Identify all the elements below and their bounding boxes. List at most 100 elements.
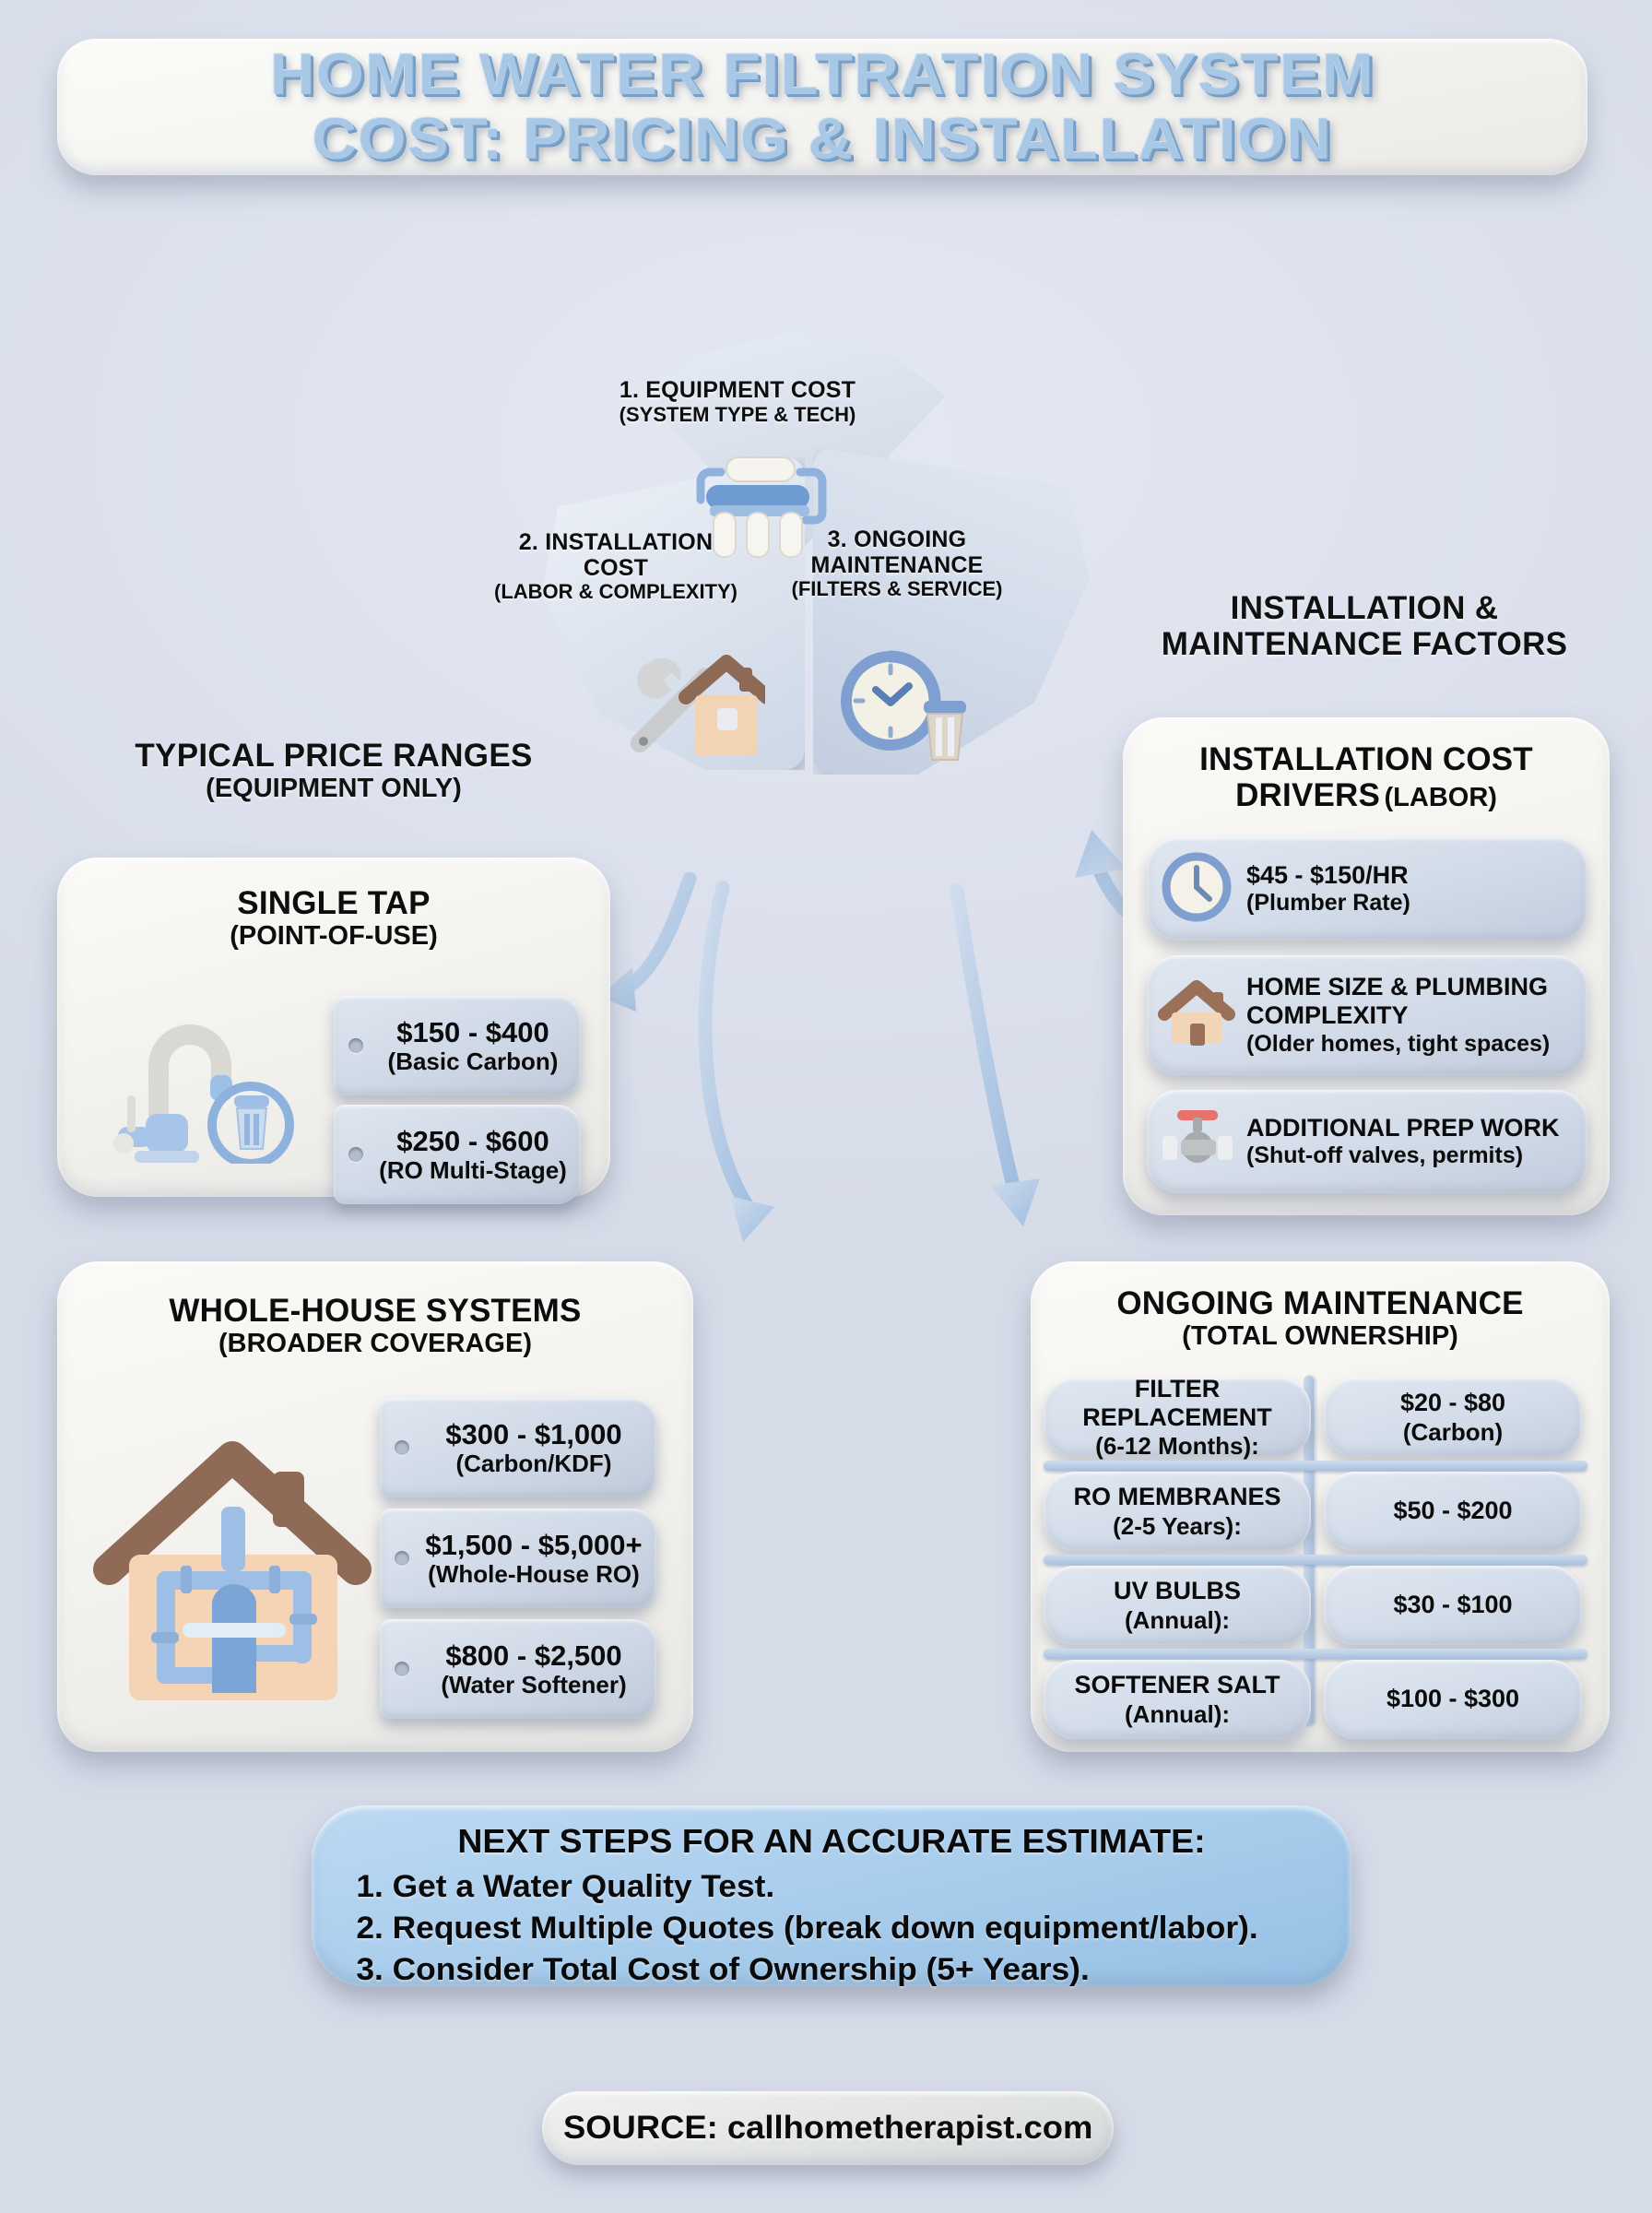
driver3-line1: ADDITIONAL PREP WORK [1246, 1113, 1560, 1142]
pie-label-installation-main: 2. INSTALLATION [518, 529, 714, 555]
maintenance-row2-cost: $50 - $200 [1324, 1472, 1582, 1551]
driver1-line2: (Plumber Rate) [1246, 890, 1410, 917]
typical-price-ranges-heading: TYPICAL PRICE RANGES (EQUIPMENT ONLY) [48, 738, 620, 804]
wrench-and-house-icon [627, 645, 774, 770]
arrow-pie-to-single-tap [599, 871, 697, 1012]
whole-house-title-line2: (BROADER COVERAGE) [218, 1329, 532, 1359]
driver-item-home-size: HOME SIZE & PLUMBING COMPLEXITY (Older h… [1147, 955, 1587, 1075]
single-tap-card: SINGLE TAP (POINT-OF-USE) $150 - $400 [57, 858, 610, 1204]
clock-and-filter-icon [839, 645, 977, 768]
whole-house-price-tag-3: $800 - $2,500 (Water Softener) [380, 1619, 656, 1719]
pie-label-installation: 2. INSTALLATION COST (LABOR & COMPLEXITY… [478, 529, 754, 603]
clock-icon [1147, 849, 1246, 929]
driver2-line1: HOME SIZE & PLUMBING [1246, 972, 1549, 1000]
arrow-pie-to-whole-house [698, 881, 774, 1242]
factors-heading-line1: INSTALLATION & [1230, 590, 1499, 626]
single-tap-title-line2: (POINT-OF-USE) [230, 921, 438, 952]
page-title-line2: COST: PRICING & INSTALLATION [312, 107, 1333, 172]
maint-row1-period: (6-12 Months): [1095, 1432, 1259, 1461]
maintenance-row3-item: UV BULBS (Annual): [1044, 1566, 1311, 1645]
maintenance-row1-cost: $20 - $80 (Carbon) [1324, 1378, 1582, 1457]
maintenance-table-row: FILTER REPLACEMENT (6-12 Months): $20 - … [1044, 1374, 1582, 1461]
driver-item-prep-work: ADDITIONAL PREP WORK (Shut-off valves, p… [1147, 1090, 1587, 1193]
faucet-with-filter-icon [111, 988, 300, 1168]
driver2-line1b: COMPLEXITY [1246, 1001, 1409, 1030]
drivers-title-line1: INSTALLATION COST [1199, 741, 1533, 777]
single-tap-tag2-amount: $250 - $600 [396, 1124, 549, 1157]
maintenance-row2-item: RO MEMBRANES (2-5 Years): [1044, 1472, 1311, 1551]
whole-house-price-tag-2: $1,500 - $5,000+ (Whole-House RO) [380, 1509, 656, 1608]
maint-row2-cost: $50 - $200 [1393, 1497, 1513, 1525]
next-steps-item-3: 3. Consider Total Cost of Ownership (5+ … [356, 1952, 1090, 1988]
ongoing-maintenance-card: ONGOING MAINTENANCE (TOTAL OWNERSHIP) FI… [1031, 1261, 1610, 1752]
pie-label-maintenance-main2: MAINTENANCE [810, 551, 984, 578]
pie-label-maintenance-sub: (FILTERS & SERVICE) [791, 577, 1003, 600]
whole-house-price-tag-1: $300 - $1,000 (Carbon/KDF) [380, 1398, 656, 1497]
next-steps-heading: NEXT STEPS FOR AN ACCURATE ESTIMATE: [457, 1822, 1206, 1860]
maint-row3-name: UV BULBS [1113, 1577, 1241, 1605]
driver-item-plumber-rate-text: $45 - $150/HR (Plumber Rate) [1246, 861, 1587, 917]
maintenance-table-row: SOFTENER SALT (Annual): $100 - $300 [1044, 1660, 1582, 1739]
maint-row3-period: (Annual): [1124, 1605, 1231, 1634]
whole-house-title-line1: WHOLE-HOUSE SYSTEMS [169, 1293, 582, 1329]
maintenance-table-vertical-divider [1304, 1376, 1314, 1726]
single-tap-tag1-note: (Basic Carbon) [387, 1047, 559, 1075]
whole-house-tag3-note: (Water Softener) [441, 1670, 627, 1698]
maintenance-row4-item: SOFTENER SALT (Annual): [1044, 1660, 1311, 1739]
driver-item-home-size-text: HOME SIZE & PLUMBING COMPLEXITY (Older h… [1246, 973, 1587, 1058]
installation-maintenance-factors-heading: INSTALLATION & MAINTENANCE FACTORS [1079, 590, 1650, 662]
maintenance-row4-cost: $100 - $300 [1324, 1660, 1582, 1739]
maint-row4-name: SOFTENER SALT [1074, 1671, 1280, 1699]
driver-item-prep-work-text: ADDITIONAL PREP WORK (Shut-off valves, p… [1246, 1114, 1587, 1170]
whole-house-tag3-amount: $800 - $2,500 [445, 1639, 622, 1672]
maint-row4-period: (Annual): [1124, 1699, 1231, 1728]
drivers-card-title: INSTALLATION COST DRIVERS (LABOR) [1123, 717, 1610, 813]
whole-house-card: WHOLE-HOUSE SYSTEMS (BROADER COVERAGE) [57, 1261, 693, 1752]
maint-row1-name: FILTER REPLACEMENT [1082, 1374, 1272, 1431]
maint-row1-cost: $20 - $80 [1399, 1389, 1506, 1417]
maintenance-title-line1: ONGOING MAINTENANCE [1116, 1285, 1524, 1321]
pie-label-maintenance: 3. ONGOING MAINTENANCE (FILTERS & SERVIC… [763, 527, 1031, 600]
pie-label-installation-main2: COST [583, 554, 649, 581]
whole-house-tag1-note: (Carbon/KDF) [455, 1449, 612, 1477]
house-with-plumbing-icon [92, 1407, 387, 1716]
maintenance-title-line2: (TOTAL OWNERSHIP) [1182, 1321, 1458, 1352]
price-ranges-heading-line2: (EQUIPMENT ONLY) [206, 774, 462, 804]
maintenance-card-title: ONGOING MAINTENANCE (TOTAL OWNERSHIP) [1031, 1261, 1610, 1352]
whole-house-card-title: WHOLE-HOUSE SYSTEMS (BROADER COVERAGE) [57, 1261, 693, 1359]
whole-house-tag2-amount: $1,500 - $5,000+ [425, 1528, 643, 1561]
maintenance-divider-1 [1044, 1461, 1587, 1471]
maint-row4-cost: $100 - $300 [1386, 1685, 1520, 1713]
next-steps-item-2: 2. Request Multiple Quotes (break down e… [356, 1911, 1258, 1947]
pie-label-maintenance-main: 3. ONGOING [827, 527, 967, 552]
whole-house-tag1-amount: $300 - $1,000 [445, 1417, 622, 1450]
single-tap-price-tag-1: $150 - $400 (Basic Carbon) [334, 996, 581, 1095]
driver-item-plumber-rate: $45 - $150/HR (Plumber Rate) [1147, 837, 1587, 941]
single-tap-tag1-amount: $150 - $400 [396, 1015, 549, 1048]
maint-row2-period: (2-5 Years): [1113, 1511, 1242, 1540]
single-tap-title-line1: SINGLE TAP [237, 885, 431, 921]
single-tap-tag2-note: (RO Multi-Stage) [379, 1155, 567, 1184]
price-ranges-heading-line1: TYPICAL PRICE RANGES [135, 738, 533, 774]
maintenance-divider-3 [1044, 1649, 1587, 1659]
maintenance-table-row: UV BULBS (Annual): $30 - $100 [1044, 1566, 1582, 1645]
installation-cost-drivers-card: INSTALLATION COST DRIVERS (LABOR) $45 - … [1123, 717, 1610, 1215]
pie-label-equipment: 1. EQUIPMENT COST (SYSTEM TYPE & TECH) [562, 377, 913, 426]
single-tap-card-title: SINGLE TAP (POINT-OF-USE) [57, 858, 610, 952]
next-steps-item-1: 1. Get a Water Quality Test. [356, 1869, 775, 1904]
whole-house-tag2-note: (Whole-House RO) [428, 1559, 640, 1588]
driver2-line2: (Older homes, tight spaces) [1246, 1030, 1551, 1057]
water-filter-cartridges-icon [690, 452, 837, 565]
single-tap-price-tag-2: $250 - $600 (RO Multi-Stage) [334, 1105, 581, 1204]
source-badge: SOURCE: callhometherapist.com [542, 2091, 1114, 2165]
page-title-bar: HOME WATER FILTRATION SYSTEM COST: PRICI… [57, 39, 1587, 175]
house-icon [1147, 976, 1246, 1056]
maintenance-row1-item: FILTER REPLACEMENT (6-12 Months): [1044, 1374, 1311, 1461]
driver1-line1: $45 - $150/HR [1246, 860, 1409, 889]
maint-row3-cost: $30 - $100 [1393, 1591, 1513, 1619]
maintenance-row3-cost: $30 - $100 [1324, 1566, 1582, 1645]
maintenance-table-row: RO MEMBRANES (2-5 Years): $50 - $200 [1044, 1472, 1582, 1551]
next-steps-banner: NEXT STEPS FOR AN ACCURATE ESTIMATE: 1. … [312, 1805, 1351, 1987]
drivers-title-line2: DRIVERS [1235, 777, 1381, 814]
maintenance-divider-2 [1044, 1555, 1587, 1565]
